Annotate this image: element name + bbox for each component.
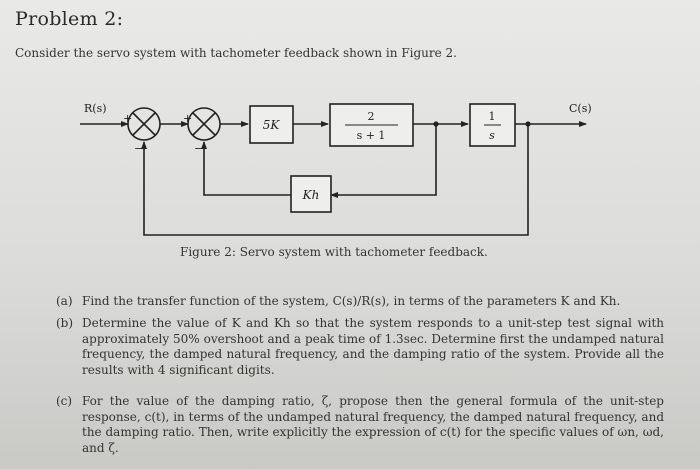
tachometer-block-label: Kh [302, 188, 320, 202]
pickoff-point-outer [525, 121, 531, 127]
plant-numerator: 2 [368, 110, 375, 123]
problem-intro: Consider the servo system with tachomete… [15, 46, 457, 60]
question-text: Find the transfer function of the system… [82, 294, 621, 308]
inner-loop-line [330, 124, 437, 198]
plant-denominator: s + 1 [357, 129, 386, 142]
output-label: C(s) [569, 102, 592, 115]
sum1-minus-sign: − [134, 142, 143, 155]
inner-feedback-line [201, 141, 291, 196]
block-diagram: R(s) C(s) + − + − 5K 2 s + 1 1 s Kh [80, 102, 592, 236]
gain-block-label: 5K [263, 118, 281, 132]
question-text: Determine the value of K and Kh so that … [82, 316, 664, 377]
sum2-minus-sign: − [194, 142, 203, 155]
gain-block [249, 105, 294, 144]
figure-caption: Figure 2: Servo system with tachometer f… [180, 245, 488, 259]
tachometer-block [290, 175, 332, 213]
question-label: (c) [56, 394, 73, 408]
integrator-numerator: 1 [489, 110, 496, 123]
sum1-plus-sign: + [123, 112, 132, 125]
question-label: (a) [56, 294, 73, 308]
integrator-denominator: s [489, 129, 495, 142]
summing-junction-1 [127, 107, 161, 141]
problem-title: Problem 2: [15, 8, 124, 30]
outer-feedback-line [141, 124, 529, 236]
sum2-plus-sign: + [183, 112, 192, 125]
question-label: (b) [56, 316, 74, 330]
input-label: R(s) [84, 102, 107, 115]
question-text: For the value of the damping ratio, ζ, p… [82, 394, 664, 455]
pickoff-point-inner [433, 121, 439, 127]
summing-junction-2 [187, 107, 221, 141]
